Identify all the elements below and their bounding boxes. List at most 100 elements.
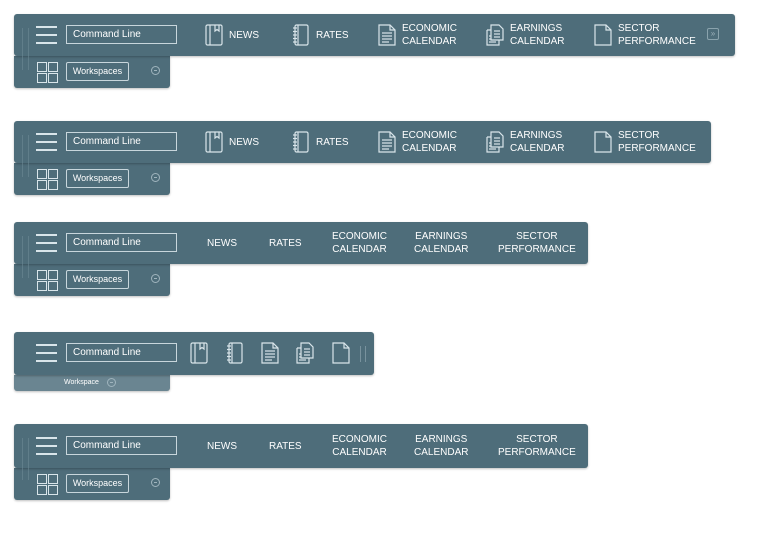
main-toolbar: NEWS RATES ECONOMIC CALENDAR EARNINGS CA… — [14, 14, 735, 70]
main-toolbar: NEWS RATES ECONOMIC CALENDAR EARNINGS CA… — [14, 121, 711, 177]
nav-economic-calendar[interactable]: ECONOMIC CALENDAR — [378, 14, 457, 56]
nav-earnings-calendar[interactable]: EARNINGS CALENDAR — [414, 222, 468, 264]
nav-sector-performance[interactable]: SECTOR PERFORMANCE — [594, 14, 696, 56]
nav-sector-performance[interactable]: SECTOR PERFORMANCE — [498, 222, 576, 264]
grid-icon[interactable] — [37, 270, 58, 291]
hamburger-icon[interactable] — [36, 437, 57, 455]
command-line-input[interactable] — [66, 132, 177, 151]
minus-circle-icon[interactable] — [151, 274, 160, 283]
nav-economic-calendar-label: ECONOMIC CALENDAR — [332, 434, 387, 458]
nav-rates-label: RATES — [316, 29, 349, 41]
hamburger-icon[interactable] — [36, 234, 57, 252]
drag-handle[interactable] — [22, 28, 29, 70]
nav-sector-performance[interactable]: SECTOR PERFORMANCE — [594, 121, 696, 163]
nav-rates[interactable]: RATES — [269, 424, 302, 468]
nav-sector-performance-label: SECTOR PERFORMANCE — [618, 23, 696, 47]
workspaces-panel: Workspaces — [14, 163, 170, 195]
notebook-icon — [205, 24, 223, 46]
workspaces-panel: Workspaces — [14, 468, 170, 500]
grid-icon[interactable] — [37, 62, 58, 83]
nav-rates[interactable]: RATES — [269, 222, 302, 264]
nav-earnings-calendar[interactable]: EARNINGS CALENDAR — [486, 121, 564, 163]
nav-rates-label: RATES — [269, 237, 302, 249]
nav-economic-calendar[interactable]: ECONOMIC CALENDAR — [332, 222, 387, 264]
command-line-input[interactable] — [66, 436, 177, 455]
nav-sector-performance-label: SECTOR PERFORMANCE — [618, 130, 696, 154]
minus-circle-icon[interactable] — [107, 378, 116, 387]
nav-economic-calendar-label: ECONOMIC CALENDAR — [332, 231, 387, 255]
nav-news[interactable]: NEWS — [205, 14, 259, 56]
nav-economic-calendar-label: ECONOMIC CALENDAR — [402, 23, 457, 47]
spiral-notebook-icon — [292, 24, 310, 46]
workspaces-panel: Workspaces — [14, 264, 170, 296]
main-toolbar: NEWS RATES ECONOMIC CALENDAR EARNINGS CA… — [14, 222, 588, 278]
document-icon — [378, 24, 396, 46]
nav-sector-performance[interactable] — [332, 332, 350, 374]
notebook-icon — [190, 342, 208, 364]
nav-earnings-calendar-label: EARNINGS CALENDAR — [414, 434, 469, 458]
nav-rates-label: RATES — [269, 440, 302, 452]
nav-sector-performance-label: SECTOR PERFORMANCE — [498, 231, 576, 255]
copy-documents-icon — [486, 131, 504, 153]
command-line-input[interactable] — [66, 343, 177, 362]
nav-rates-label: RATES — [316, 136, 349, 148]
nav-economic-calendar[interactable]: ECONOMIC CALENDAR — [378, 121, 457, 163]
grid-icon[interactable] — [37, 474, 58, 495]
nav-economic-calendar-label: ECONOMIC CALENDAR — [402, 130, 457, 154]
main-toolbar: NEWS RATES ECONOMIC CALENDAR EARNINGS CA… — [14, 424, 588, 480]
workspaces-button[interactable]: Workspaces — [66, 474, 129, 493]
page-icon — [594, 131, 612, 153]
nav-news-label: NEWS — [207, 237, 237, 249]
main-toolbar — [14, 332, 374, 375]
drag-handle[interactable] — [360, 346, 366, 362]
nav-news-label: NEWS — [229, 29, 259, 41]
minus-circle-icon[interactable] — [151, 173, 160, 182]
nav-economic-calendar[interactable] — [261, 332, 279, 374]
copy-documents-icon — [486, 24, 504, 46]
workspaces-panel: Workspace — [14, 375, 170, 391]
nav-news-label: NEWS — [229, 136, 259, 148]
nav-news-label: NEWS — [207, 440, 237, 452]
hamburger-icon[interactable] — [36, 133, 57, 151]
nav-earnings-calendar-label: EARNINGS CALENDAR — [414, 231, 469, 255]
nav-earnings-calendar-label: EARNINGS CALENDAR — [510, 130, 565, 154]
nav-earnings-calendar-label: EARNINGS CALENDAR — [510, 23, 565, 47]
nav-economic-calendar[interactable]: ECONOMIC CALENDAR — [332, 424, 387, 468]
page-icon — [594, 24, 612, 46]
nav-earnings-calendar[interactable] — [296, 332, 314, 374]
workspaces-panel: Workspaces — [14, 56, 170, 88]
minus-circle-icon[interactable] — [151, 66, 160, 75]
command-line-input[interactable] — [66, 25, 177, 44]
workspaces-button[interactable]: Workspaces — [66, 270, 129, 289]
workspaces-button[interactable]: Workspaces — [66, 62, 129, 81]
nav-rates[interactable] — [226, 332, 244, 374]
nav-sector-performance[interactable]: SECTOR PERFORMANCE — [498, 424, 576, 468]
document-icon — [378, 131, 396, 153]
nav-news[interactable]: NEWS — [207, 222, 237, 264]
notebook-icon — [205, 131, 223, 153]
nav-rates[interactable]: RATES — [292, 14, 349, 56]
nav-earnings-calendar[interactable]: EARNINGS CALENDAR — [414, 424, 468, 468]
spiral-notebook-icon — [226, 342, 244, 364]
drag-handle[interactable] — [22, 438, 29, 480]
nav-sector-performance-label: SECTOR PERFORMANCE — [498, 434, 576, 458]
page-icon — [332, 342, 350, 364]
nav-news[interactable]: NEWS — [207, 424, 237, 468]
grid-icon[interactable] — [37, 169, 58, 190]
spiral-notebook-icon — [292, 131, 310, 153]
nav-news[interactable]: NEWS — [205, 121, 259, 163]
copy-documents-icon — [296, 342, 314, 364]
hamburger-icon[interactable] — [36, 26, 57, 44]
workspaces-button[interactable]: Workspace — [64, 379, 99, 386]
drag-handle[interactable] — [22, 236, 29, 278]
nav-rates[interactable]: RATES — [292, 121, 349, 163]
document-icon — [261, 342, 279, 364]
command-line-input[interactable] — [66, 233, 177, 252]
drag-handle[interactable] — [22, 135, 29, 177]
minus-circle-icon[interactable] — [151, 478, 160, 487]
chevron-double-right-icon[interactable]: » — [707, 28, 719, 40]
hamburger-icon[interactable] — [36, 344, 57, 362]
nav-earnings-calendar[interactable]: EARNINGS CALENDAR — [486, 14, 564, 56]
nav-news[interactable] — [190, 332, 208, 374]
workspaces-button[interactable]: Workspaces — [66, 169, 129, 188]
